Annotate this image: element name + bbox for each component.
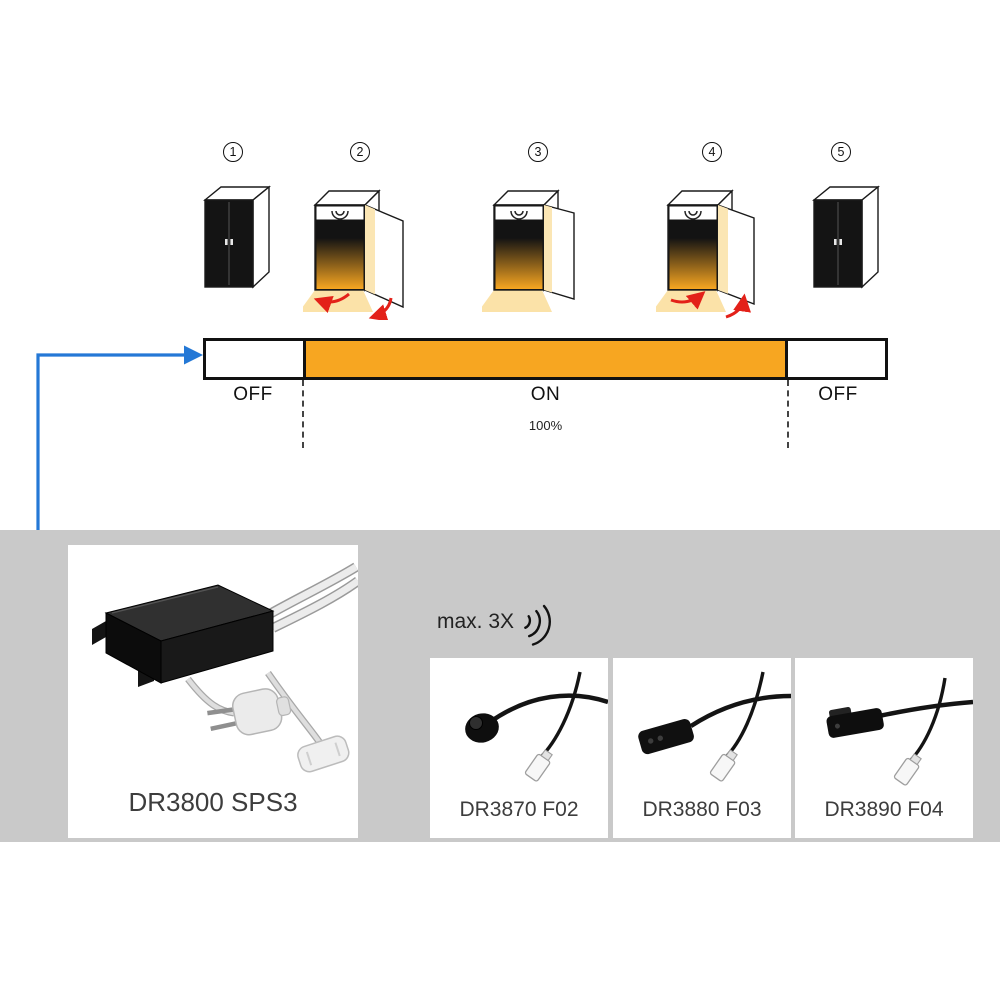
- sensor-product-card: DR3880 F03: [613, 658, 791, 838]
- cabinet-door-opening-icon: [299, 180, 418, 325]
- sensor-product-card: DR3870 F02: [430, 658, 608, 838]
- timeline-dashed-line-left: [302, 380, 304, 448]
- driver-product-card: DR3800 SPS3: [68, 545, 358, 838]
- step-number-1: 1: [223, 142, 243, 162]
- step-number-5: 5: [831, 142, 851, 162]
- signal-waves-icon: [524, 604, 551, 646]
- timeline-label-off-right: OFF: [818, 384, 858, 405]
- timeline-label-on: ON: [530, 384, 561, 405]
- sensor-product-label: DR3880 F03: [642, 798, 762, 821]
- sensor-product-label: DR3870 F02: [459, 798, 579, 821]
- timeline-on-segment: [303, 341, 788, 377]
- timeline-label-off-left: OFF: [233, 384, 273, 405]
- clip-door-sensor-icon: [826, 677, 973, 786]
- sensor-product-card: DR3890 F04: [795, 658, 973, 838]
- cabinet-door-open-light-on-icon: [478, 180, 597, 325]
- step-number-3: 3: [528, 142, 548, 162]
- cabinet-closed-icon: [197, 178, 283, 303]
- product-panel: DR3800 SPS3 max. 3X: [0, 530, 1000, 842]
- on-off-timeline: [203, 338, 888, 380]
- cabinet-door-closing-icon: [652, 180, 771, 325]
- timeline-dashed-line-right: [787, 380, 789, 448]
- round-door-sensor-icon: [465, 671, 608, 782]
- driver-product-label: DR3800 SPS3: [128, 787, 298, 817]
- step-number-4: 4: [702, 142, 722, 162]
- sensor-product-label: DR3890 F04: [824, 798, 944, 821]
- box-door-sensor-icon: [638, 671, 791, 782]
- timeline-off-segment-right: [788, 341, 885, 377]
- sensor-max-note: max. 3X: [437, 598, 555, 646]
- timeline-off-segment-left: [206, 341, 303, 377]
- power-driver-icon: [92, 562, 358, 773]
- timeline-brightness-label: 100%: [528, 418, 563, 433]
- cabinet-closed-icon: [806, 178, 892, 303]
- sensor-max-label: max. 3X: [437, 610, 515, 633]
- step-number-2: 2: [350, 142, 370, 162]
